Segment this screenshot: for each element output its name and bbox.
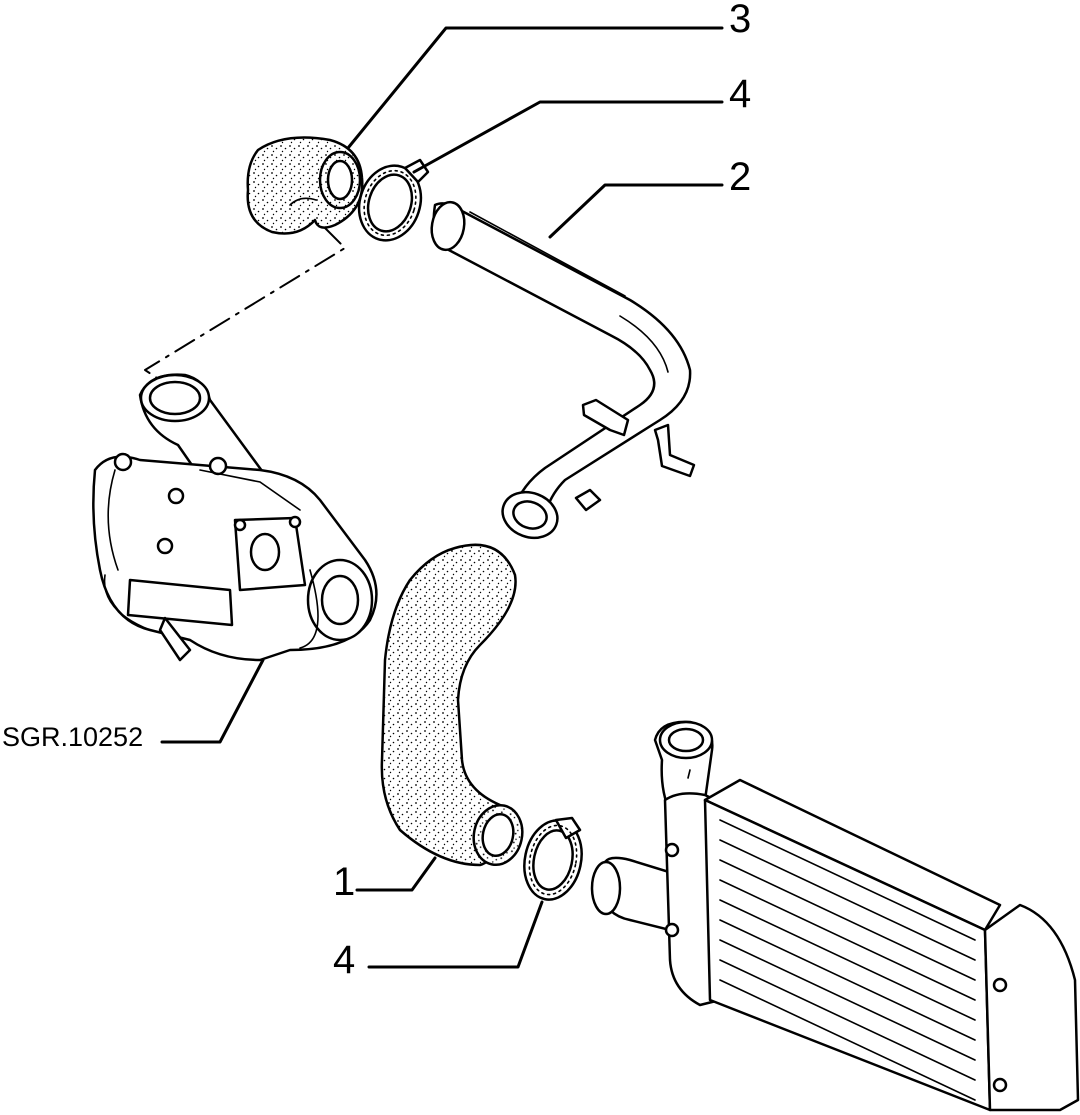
assembly-leader-line: [144, 227, 346, 381]
callout-4-lower: 4: [333, 938, 355, 982]
leader-line-2: [548, 183, 724, 239]
intercooler-fins: [719, 819, 976, 1101]
turbocharger-assembly[interactable]: [92, 373, 378, 662]
intercooler-assembly[interactable]: [590, 720, 1080, 1112]
leader-line-1: [355, 856, 437, 892]
flexible-hose-part-1[interactable]: [380, 543, 528, 870]
callout-4-upper: 4: [729, 72, 751, 116]
callout-3: 3: [729, 0, 751, 41]
callout-2: 2: [729, 155, 751, 199]
leader-line-reference: [160, 658, 265, 744]
hose-clamp-lower[interactable]: [517, 815, 588, 905]
elbow-hose-part-3[interactable]: [246, 136, 364, 235]
leader-line-3: [346, 26, 724, 150]
reference-code: SGR.10252: [2, 722, 143, 752]
callout-1: 1: [333, 860, 355, 904]
leader-line-4-upper: [412, 100, 724, 174]
leader-line-4-lower: [367, 900, 544, 969]
rigid-pipe-part-2[interactable]: [428, 200, 696, 546]
hose-clamp-upper[interactable]: [350, 158, 431, 249]
